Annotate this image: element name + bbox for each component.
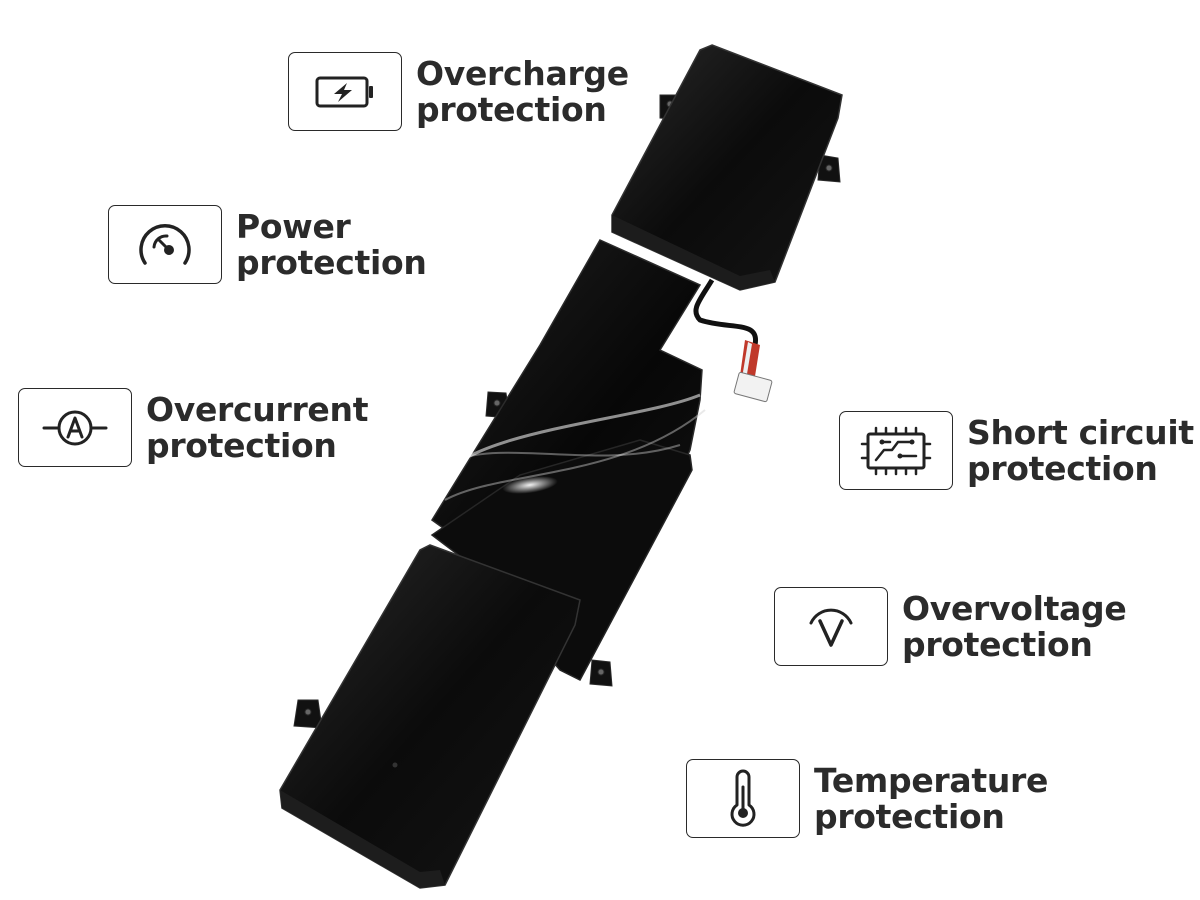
feature-title: Overvoltage	[902, 588, 1127, 628]
feature-overcurrent: Overcurrent protection	[18, 388, 368, 467]
feature-title: Power	[236, 206, 351, 246]
voltage-icon	[774, 587, 888, 666]
feature-subtitle: protection	[814, 796, 1005, 836]
battery-charge-icon	[288, 52, 402, 131]
feature-label: Short circuit protection	[967, 412, 1194, 488]
feature-temperature: Temperature protection	[686, 759, 1048, 838]
feature-subtitle: protection	[967, 448, 1158, 488]
feature-title: Overcharge	[416, 53, 629, 93]
feature-power: Power protection	[108, 205, 427, 284]
feature-label: Temperature protection	[814, 760, 1049, 836]
feature-title: Short circuit	[967, 412, 1194, 452]
circuit-board-icon	[839, 411, 953, 490]
feature-short-circuit: Short circuit protection	[839, 411, 1194, 490]
feature-title: Temperature	[814, 760, 1049, 800]
thermometer-icon	[686, 759, 800, 838]
feature-subtitle: protection	[236, 242, 427, 282]
feature-subtitle: protection	[146, 425, 337, 465]
feature-overcharge: Overcharge protection	[288, 52, 629, 131]
feature-label: Power protection	[236, 206, 427, 282]
feature-label: Overcurrent protection	[146, 389, 369, 465]
gauge-icon	[108, 205, 222, 284]
feature-title: Overcurrent	[146, 389, 369, 429]
feature-label: Overvoltage protection	[902, 588, 1127, 664]
feature-subtitle: protection	[416, 89, 607, 129]
feature-overvoltage: Overvoltage protection	[774, 587, 1127, 666]
feature-subtitle: protection	[902, 624, 1093, 664]
feature-label: Overcharge protection	[416, 53, 629, 129]
ammeter-icon	[18, 388, 132, 467]
